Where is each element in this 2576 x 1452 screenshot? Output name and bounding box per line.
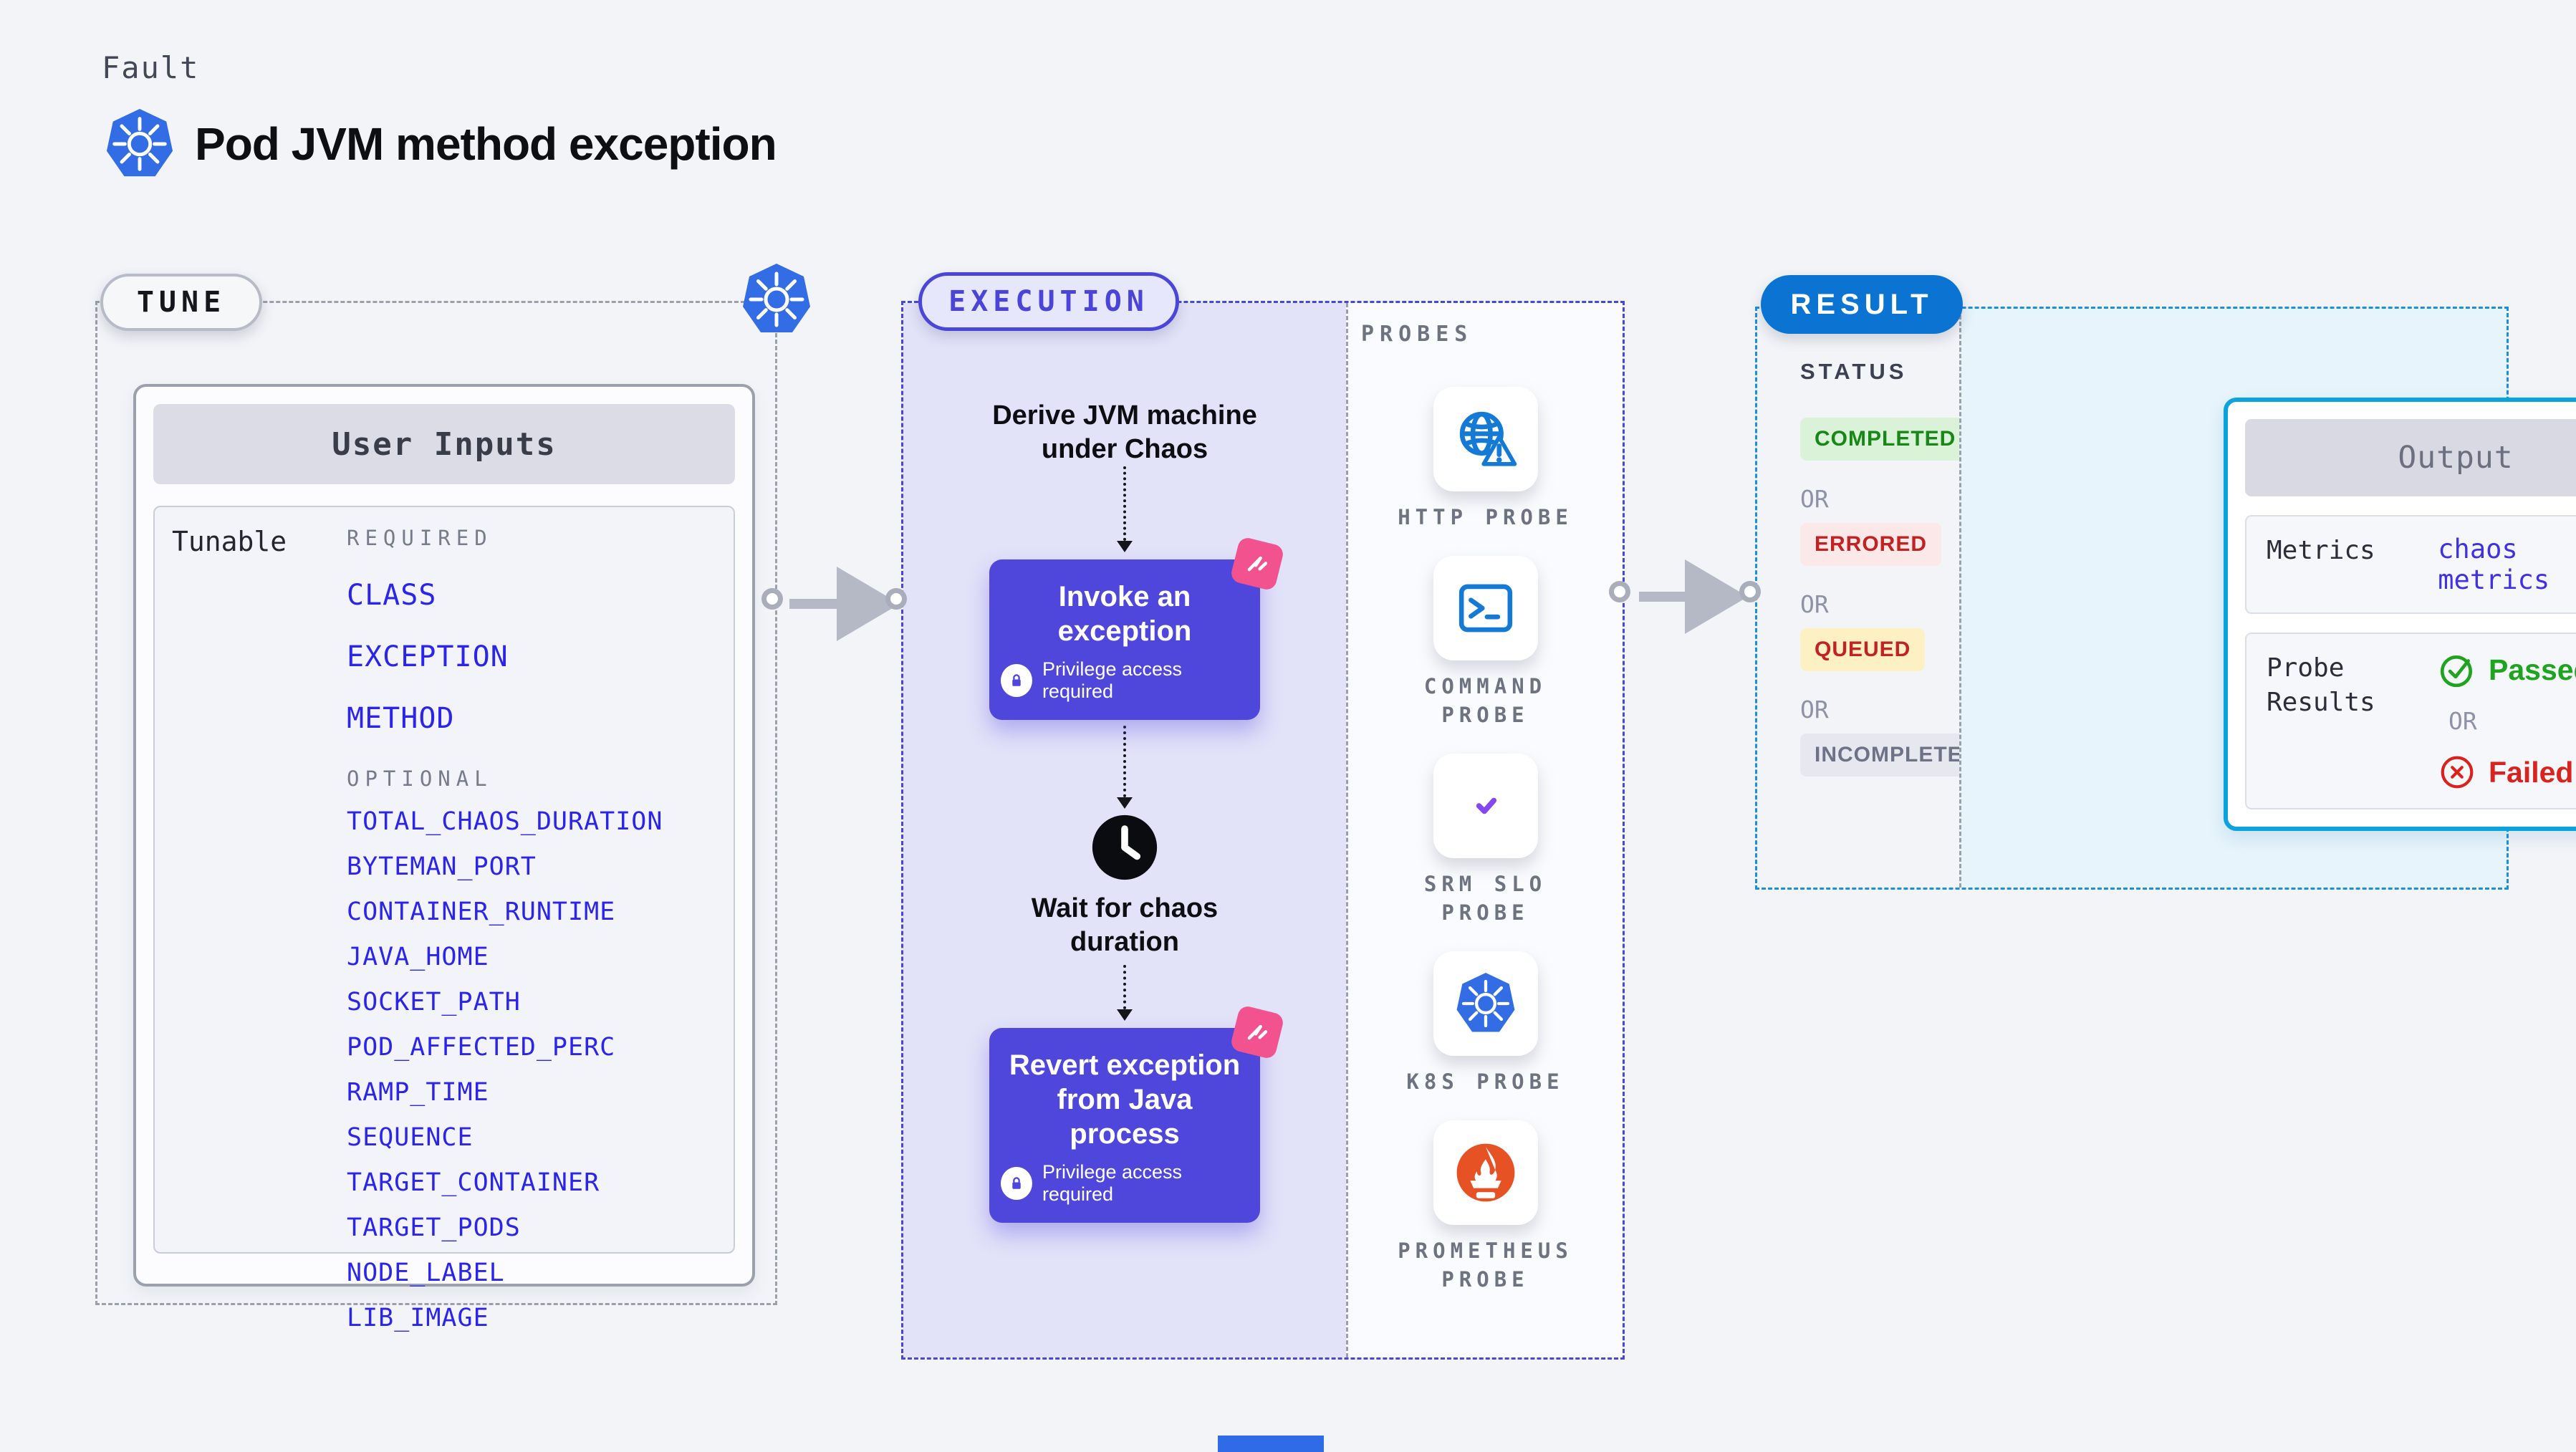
status-badge-errored: ERRORED — [1800, 523, 1942, 566]
probe-item-http[interactable]: HTTP PROBE — [1395, 387, 1576, 532]
probe-item-srm-slo[interactable]: SRM SLO PROBE — [1395, 754, 1576, 927]
execution-section: Derive JVM machine under Chaos Invoke an… — [901, 301, 1625, 1360]
clock-icon — [1090, 813, 1159, 882]
lock-icon — [1001, 1167, 1032, 1200]
tunable-label: Tunable — [172, 526, 287, 557]
status-column: STATUS COMPLETED OR ERRORED OR QUEUED OR… — [1757, 309, 1994, 777]
param-item: CONTAINER_RUNTIME — [347, 898, 616, 926]
passed-state: Passed — [2438, 651, 2576, 688]
param-item: EXCEPTION — [347, 640, 509, 673]
status-badge-completed: COMPLETED — [1800, 418, 1971, 461]
required-group-label: REQUIRED — [347, 526, 493, 550]
page-header: Pod JVM method exception — [105, 107, 777, 181]
or-separator: OR — [1800, 590, 1829, 618]
param-item: CLASS — [347, 579, 437, 612]
check-circle-icon — [2438, 651, 2476, 688]
privilege-note: Privilege access required — [1001, 658, 1249, 703]
page-title: Pod JVM method exception — [195, 118, 777, 170]
flow-connector — [1123, 965, 1126, 1009]
flow-connector — [1123, 466, 1126, 541]
params-list: REQUIRED CLASS EXCEPTION METHOD OPTIONAL… — [347, 526, 734, 1332]
result-badge[interactable]: RESULT — [1761, 275, 1963, 334]
failed-state: Failed — [2438, 754, 2576, 791]
optional-group-label: OPTIONAL — [347, 766, 493, 791]
node-title: Invoke an exception — [1057, 581, 1192, 647]
kubernetes-icon — [1433, 951, 1538, 1056]
status-badge-queued: QUEUED — [1800, 628, 1926, 671]
or-separator: OR — [2448, 707, 2477, 735]
status-label: STATUS — [1800, 359, 1908, 384]
x-circle-icon — [2438, 754, 2476, 791]
param-item: NODE_LABEL — [347, 1259, 505, 1287]
probes-section-label: PROBES — [1361, 322, 1474, 347]
execution-badge[interactable]: EXECUTION — [918, 272, 1179, 331]
down-arrow-icon — [1117, 541, 1133, 552]
param-item: POD_AFFECTED_PERC — [347, 1033, 616, 1062]
param-item: JAVA_HOME — [347, 943, 489, 971]
terminal-icon — [1433, 556, 1538, 660]
output-title: Output — [2245, 419, 2576, 496]
down-arrow-icon — [1117, 1009, 1133, 1021]
param-item: RAMP_TIME — [347, 1078, 489, 1107]
user-inputs-title: User Inputs — [153, 404, 735, 484]
user-inputs-card: User Inputs Tunable REQUIRED CLASS EXCEP… — [133, 384, 755, 1332]
probe-item-k8s[interactable]: K8S PROBE — [1395, 951, 1576, 1096]
step-wait: Wait for chaos duration — [1031, 893, 1219, 957]
output-card: Output Metrics chaos metrics Probe Resul… — [2224, 398, 2576, 831]
param-item: LIB_IMAGE — [347, 1304, 489, 1332]
param-item: METHOD — [347, 702, 455, 735]
revert-exception-node[interactable]: Revert exception from Java process Privi… — [989, 1004, 1285, 1223]
probes-zone: PROBES HTTP PROBE COMMAND PROBE SRM SLO … — [1346, 303, 1623, 1357]
invoke-exception-node[interactable]: Invoke an exception Privilege access req… — [989, 536, 1285, 720]
kubernetes-icon — [741, 262, 812, 337]
kubernetes-icon — [105, 107, 175, 181]
metrics-row: Metrics chaos metrics — [2245, 515, 2576, 614]
fault-kind-label: Fault — [102, 50, 200, 85]
probe-results-row: Probe Results Passed OR Failed — [2245, 633, 2576, 809]
param-item: SEQUENCE — [347, 1123, 474, 1152]
metrics-label: Metrics — [2267, 536, 2375, 565]
param-item: TOTAL_CHAOS_DURATION — [347, 807, 663, 836]
probe-results-label: Probe Results — [2267, 653, 2375, 717]
param-item: TARGET_CONTAINER — [347, 1168, 600, 1197]
http-probe-icon — [1433, 387, 1538, 491]
tune-section: User Inputs Tunable REQUIRED CLASS EXCEP… — [95, 301, 777, 1332]
result-section: STATUS COMPLETED OR ERRORED OR QUEUED OR… — [1755, 307, 2576, 890]
lock-icon — [1001, 664, 1032, 697]
tunables-panel: Tunable REQUIRED CLASS EXCEPTION METHOD … — [153, 506, 735, 1332]
prometheus-icon — [1433, 1120, 1538, 1225]
metrics-value: chaos metrics — [2438, 534, 2550, 595]
probe-item-prometheus[interactable]: PROMETHEUS PROBE — [1395, 1120, 1576, 1294]
execution-flow-zone: Derive JVM machine under Chaos Invoke an… — [903, 303, 1346, 1357]
output-zone: Output Metrics chaos metrics Probe Resul… — [1959, 309, 2576, 888]
or-separator: OR — [1800, 485, 1829, 513]
step-derive: Derive JVM machine under Chaos — [992, 400, 1257, 464]
slo-gauge-icon — [1433, 754, 1538, 858]
param-item: BYTEMAN_PORT — [347, 852, 537, 881]
param-item: SOCKET_PATH — [347, 988, 521, 1016]
tune-badge[interactable]: TUNE — [100, 274, 262, 331]
node-title: Revert exception from Java process — [1009, 1049, 1241, 1150]
privilege-note: Privilege access required — [1001, 1161, 1249, 1206]
or-separator: OR — [1800, 696, 1829, 723]
probe-item-command[interactable]: COMMAND PROBE — [1395, 556, 1576, 729]
cropped-blue-element — [1218, 1436, 1324, 1452]
down-arrow-icon — [1117, 797, 1133, 809]
flow-connector — [1123, 726, 1126, 797]
param-item: TARGET_PODS — [347, 1213, 521, 1242]
